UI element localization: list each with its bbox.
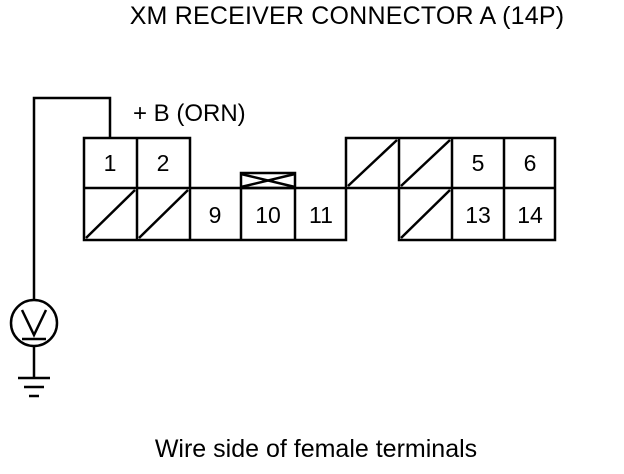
voltmeter-icon bbox=[9, 298, 59, 348]
terminal-9-label: 9 bbox=[209, 202, 222, 228]
connector-right-block bbox=[344, 136, 557, 242]
diagram-title: XM RECEIVER CONNECTOR A (14P) bbox=[129, 2, 565, 30]
terminal-1-label: 1 bbox=[104, 150, 117, 176]
terminal-5-label: 5 bbox=[472, 150, 485, 176]
terminal-11-label: 11 bbox=[309, 202, 333, 228]
connector-lock-tab bbox=[239, 171, 297, 190]
terminal-6-label: 6 bbox=[524, 150, 537, 176]
terminal-14-label: 14 bbox=[517, 202, 543, 228]
terminal-2-label: 2 bbox=[157, 150, 170, 176]
terminal-10-label: 10 bbox=[255, 202, 281, 228]
terminal-13-label: 13 bbox=[465, 202, 491, 228]
diagram-caption: Wire side of female terminals bbox=[154, 435, 478, 463]
wire-label: + B (ORN) bbox=[133, 100, 246, 127]
ground-icon bbox=[18, 376, 50, 398]
test-wire bbox=[32, 96, 112, 300]
